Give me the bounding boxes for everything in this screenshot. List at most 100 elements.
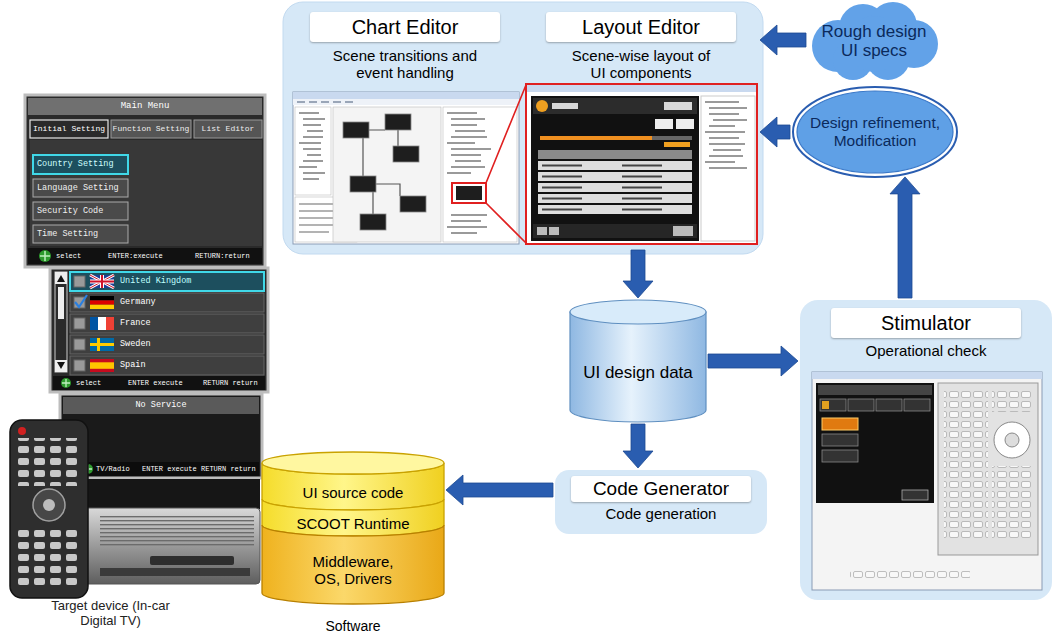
drawing-part bbox=[50, 268, 268, 392]
label-slot: Main Menu bbox=[28, 98, 262, 115]
drawing-part bbox=[570, 312, 706, 422]
drawing-part bbox=[262, 452, 444, 474]
drawing-part bbox=[74, 360, 85, 371]
drawing-part bbox=[447, 113, 491, 233]
drawing-part bbox=[295, 107, 331, 195]
drawing-part bbox=[570, 300, 706, 324]
drawing-part bbox=[526, 84, 757, 244]
drawing-part bbox=[90, 275, 114, 288]
drawing-part bbox=[283, 2, 763, 254]
drawing-part bbox=[350, 176, 376, 192]
drawing-part bbox=[527, 85, 756, 92]
screen-text: Sweden bbox=[120, 335, 260, 354]
drawing-part bbox=[106, 317, 114, 330]
flow-arrow bbox=[760, 117, 790, 147]
screen-text: select bbox=[76, 376, 116, 390]
drawing-part bbox=[816, 383, 934, 503]
label-slot: Security Code bbox=[37, 202, 127, 220]
cloud-label: Rough design UI specs bbox=[818, 22, 930, 60]
label-slot: List Editor bbox=[194, 120, 262, 138]
drawing-part bbox=[90, 362, 114, 369]
drawing-part bbox=[293, 92, 519, 244]
drawing-part bbox=[90, 317, 98, 330]
tool-description: Scene-wise layout of UI components bbox=[566, 47, 716, 81]
tool-description: Operational check bbox=[826, 342, 1026, 359]
flow-arrow bbox=[446, 475, 553, 505]
screen-text: Initial Setting bbox=[30, 120, 108, 138]
screen-text: RETURN:return bbox=[195, 248, 257, 264]
screen-text: ENTER:execute bbox=[108, 248, 170, 264]
drawing-part bbox=[61, 378, 71, 388]
drawing-part bbox=[55, 272, 67, 372]
drawing-part bbox=[90, 359, 114, 372]
tool-description: Code generation bbox=[561, 505, 761, 522]
zoom-lines bbox=[486, 85, 526, 243]
drawing-part bbox=[486, 85, 526, 243]
tool-section: Chart EditorScene transitions and event … bbox=[290, 10, 520, 248]
screen-text: ENTER execute bbox=[128, 376, 188, 390]
screen-text: France bbox=[120, 314, 260, 333]
screen-text: RETURN return bbox=[203, 376, 263, 390]
drawing-part bbox=[70, 314, 264, 333]
drawing-part bbox=[28, 248, 262, 264]
drawing-part bbox=[90, 305, 114, 309]
tool-title: Code Generator bbox=[571, 476, 751, 502]
drawing-part bbox=[812, 372, 1042, 590]
tv-tuner-device bbox=[68, 479, 260, 584]
drawing-part bbox=[100, 514, 254, 546]
drawing-part bbox=[360, 214, 386, 230]
drawing-part bbox=[68, 508, 260, 584]
screen-text: Function Setting bbox=[111, 120, 191, 138]
screen-text: ENTER execute bbox=[142, 462, 199, 476]
drawing-part bbox=[57, 275, 65, 282]
drawing-part bbox=[63, 462, 259, 476]
drawing-part bbox=[30, 140, 262, 246]
drawing-part bbox=[652, 136, 692, 140]
flow-arrow bbox=[623, 250, 653, 298]
drawing-part bbox=[90, 300, 114, 304]
screen-text: RETURN return bbox=[201, 462, 258, 476]
screen-text: List Editor bbox=[194, 120, 262, 138]
drawing-part bbox=[938, 383, 1038, 555]
label-slot: Sweden bbox=[120, 335, 260, 354]
drawing-part bbox=[293, 99, 519, 105]
drawing-part bbox=[18, 427, 26, 435]
tool-section: Layout EditorScene-wise layout of UI com… bbox=[524, 10, 758, 248]
drawing-part bbox=[701, 96, 755, 241]
screen-text: No Service bbox=[63, 397, 259, 414]
tv-country-list-screen bbox=[50, 268, 268, 392]
drawing-part bbox=[53, 376, 265, 390]
label-slot: Germany bbox=[120, 293, 260, 312]
drawing-part bbox=[62, 379, 70, 387]
drawing-part bbox=[70, 335, 264, 354]
flow-arrow bbox=[623, 424, 653, 468]
drawing-part bbox=[452, 183, 486, 203]
drawing-part bbox=[63, 397, 259, 414]
drawing-part bbox=[10, 420, 88, 598]
drawing-part bbox=[876, 399, 902, 411]
drawing-part bbox=[90, 338, 114, 351]
drawing-part bbox=[90, 275, 114, 288]
software-stack: SoftwareUI source codeSCOOT RuntimeMiddl… bbox=[262, 452, 444, 634]
drawing-part bbox=[55, 360, 67, 372]
drawing-part bbox=[822, 434, 858, 446]
label-slot: Initial Setting bbox=[30, 120, 108, 138]
screen-text: Time Setting bbox=[37, 225, 127, 243]
drawing-part bbox=[70, 293, 264, 312]
drawing-part bbox=[150, 556, 234, 565]
drawing-part bbox=[75, 295, 87, 307]
drawing-part bbox=[90, 275, 114, 288]
drawing-part bbox=[531, 96, 699, 241]
layer-label: UI source code bbox=[268, 484, 438, 501]
drawing-part bbox=[57, 362, 65, 369]
label-slot: Target device (In-car Digital TV) bbox=[48, 598, 173, 628]
drawing-part bbox=[33, 155, 128, 174]
drawing-part bbox=[904, 399, 930, 411]
drawing-part bbox=[343, 122, 369, 138]
feedback-ellipse: Design refinement, Modification bbox=[792, 86, 958, 178]
drawing-part bbox=[293, 92, 519, 99]
drawing-part bbox=[385, 114, 411, 130]
drawing-part bbox=[664, 102, 692, 110]
label-slot: France bbox=[120, 314, 260, 333]
drawing-part bbox=[333, 107, 441, 242]
